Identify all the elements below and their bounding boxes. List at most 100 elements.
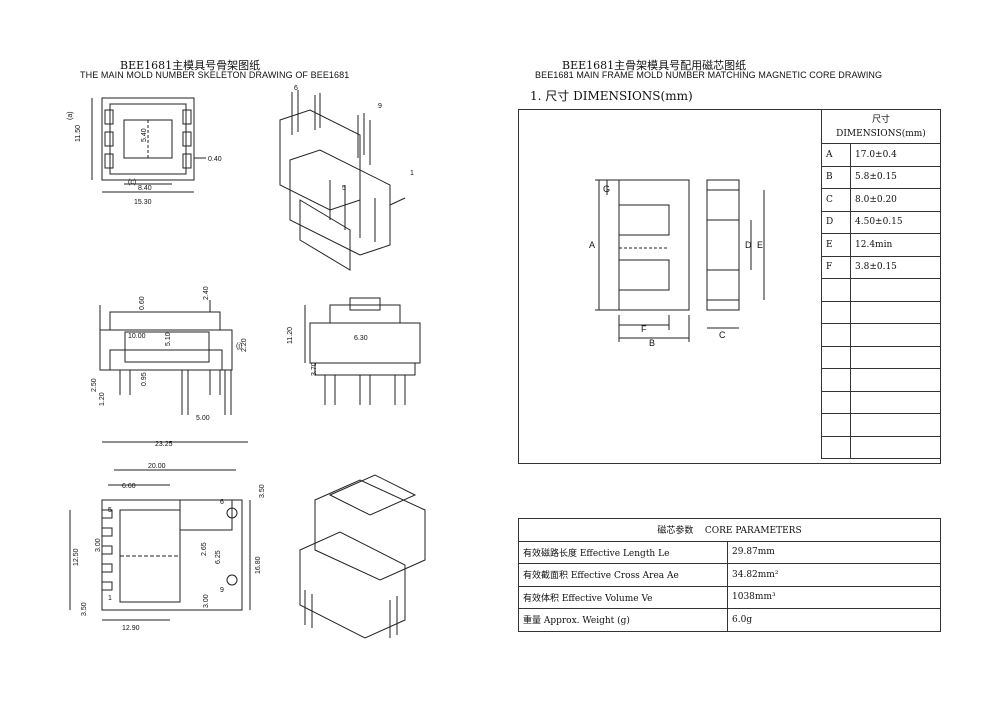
dim-label-cell	[821, 390, 851, 414]
iso-view-top	[279, 90, 406, 271]
dim-value-cell: 17.0±0.4	[850, 143, 941, 167]
dim-label-cell	[821, 300, 851, 324]
pin-6b-label: 6	[220, 499, 224, 506]
pin-1-label: 1	[410, 170, 414, 177]
dimensions-frame	[518, 109, 941, 464]
top-view	[91, 97, 206, 193]
dim-265: 2.65	[201, 542, 208, 556]
pin-6-label: 6	[294, 85, 298, 92]
dim-value-cell: 8.0±0.20	[850, 188, 941, 212]
param-value-cell: 6.0g	[727, 608, 941, 632]
dim-660: 6.60	[122, 483, 136, 490]
skeleton-drawing: 11.50 (a) 5.40 0.40 8.40 (c) 15.30 6 9 5…	[67, 85, 426, 639]
label-a: (a)	[67, 111, 74, 120]
core-label-d: D	[745, 240, 752, 250]
dim-value-cell: 4.50±0.15	[850, 210, 941, 234]
core-label-e: E	[757, 240, 763, 250]
bottom-view	[69, 441, 251, 621]
core-label-c: C	[719, 330, 726, 340]
label-j: (j)	[236, 343, 242, 350]
dim-row	[821, 345, 941, 369]
param-value-cell: 29.87mm	[727, 540, 941, 564]
dim-1290: 12.90	[122, 625, 140, 632]
pin-9-label: 9	[378, 103, 382, 110]
core-label-g: G	[603, 184, 610, 194]
dim-350b: 3.50	[81, 602, 88, 616]
param-row: 重量 Approx. Weight (g)6.0g	[518, 608, 941, 632]
dim-625: 6.25	[215, 550, 222, 564]
dim-row	[821, 368, 941, 392]
dim-label-cell	[821, 435, 851, 459]
dim-label-cell	[821, 413, 851, 437]
dim-header-en: DIMENSIONS(mm)	[836, 128, 926, 139]
param-name-cell: 重量 Approx. Weight (g)	[518, 608, 728, 632]
param-name-cell: 有效截面积 Effective Cross Area Ae	[518, 563, 728, 587]
dim-540: 5.40	[141, 128, 148, 142]
dim-label-cell	[821, 323, 851, 347]
core-label-f: F	[641, 324, 647, 334]
dim-510: 5.10	[165, 332, 172, 346]
iso-view-bottom	[299, 474, 426, 639]
params-header: 磁芯参数 CORE PARAMETERS	[518, 518, 941, 542]
dim-row	[821, 323, 941, 347]
pin-5b-label: 5	[108, 507, 112, 514]
dim-label-cell	[821, 368, 851, 392]
dim-1000: 10.00	[128, 333, 146, 340]
dim-1120: 11.20	[287, 327, 294, 344]
dim-value-cell	[850, 278, 941, 302]
dim-label-cell	[821, 278, 851, 302]
dim-value-cell: 5.8±0.15	[850, 165, 941, 189]
dim-label-cell	[821, 345, 851, 369]
left-title-cn: BEE1681主模具号骨架图纸	[120, 59, 261, 72]
dim-1680: 16.80	[255, 556, 262, 574]
param-name-cell: 有效体积 Effective Volume Ve	[518, 585, 728, 609]
dim-350: 3.50	[259, 484, 266, 498]
dim-1150: 11.50	[75, 125, 82, 142]
param-name-cell: 有效磁路长度 Effective Length Le	[518, 540, 728, 564]
param-value-cell: 34.82mm²	[727, 563, 941, 587]
core-drawing: A F B C D E G	[589, 179, 765, 348]
dim-row	[821, 413, 941, 437]
dim-500: 5.00	[196, 415, 210, 422]
dim-840: 8.40	[138, 185, 152, 192]
dim-1250: 12.50	[73, 548, 80, 566]
dim-1530: 15.30	[134, 199, 152, 206]
dim-060: 0.60	[139, 296, 146, 310]
core-parameters-table: 磁芯参数 CORE PARAMETERS 有效磁路长度 Effective Le…	[518, 518, 941, 632]
dim-300b: 3.00	[203, 594, 210, 608]
dim-label-cell: C	[821, 188, 851, 212]
params-title-en: CORE PARAMETERS	[704, 526, 802, 537]
dim-header-cn: 尺寸	[871, 114, 890, 125]
dim-value-cell: 12.4min	[850, 233, 941, 257]
dim-370: 3.70	[311, 362, 318, 376]
dim-300: 3.00	[95, 538, 102, 552]
dim-040: 0.40	[208, 156, 222, 163]
right-title-cn: BEE1681主骨架模具号配用磁芯图纸	[562, 59, 747, 72]
pin-1b-label: 1	[108, 595, 112, 602]
dim-value-cell	[850, 413, 941, 437]
dim-2000: 20.00	[148, 463, 166, 470]
dim-label-cell: A	[821, 143, 851, 167]
dim-label-cell: B	[821, 165, 851, 189]
dim-row	[821, 278, 941, 302]
dim-value-cell	[850, 368, 941, 392]
dim-table-header: 尺寸 DIMENSIONS(mm)	[821, 109, 941, 144]
dim-value-cell	[850, 345, 941, 369]
dim-label-cell: E	[821, 233, 851, 257]
dim-095: 0.95	[141, 372, 148, 386]
dim-row	[821, 300, 941, 324]
dim-120: 1.20	[99, 392, 106, 406]
dim-value-cell: 3.8±0.15	[850, 255, 941, 279]
front-view	[99, 300, 233, 415]
dim-240: 2.40	[203, 286, 210, 300]
dimensions-section-title: 1. 尺寸 DIMENSIONS(mm)	[530, 89, 693, 103]
pin-5-label: 5	[342, 185, 346, 192]
dim-220: 2.20	[241, 338, 248, 352]
dim-2325: 23.25	[155, 441, 173, 448]
